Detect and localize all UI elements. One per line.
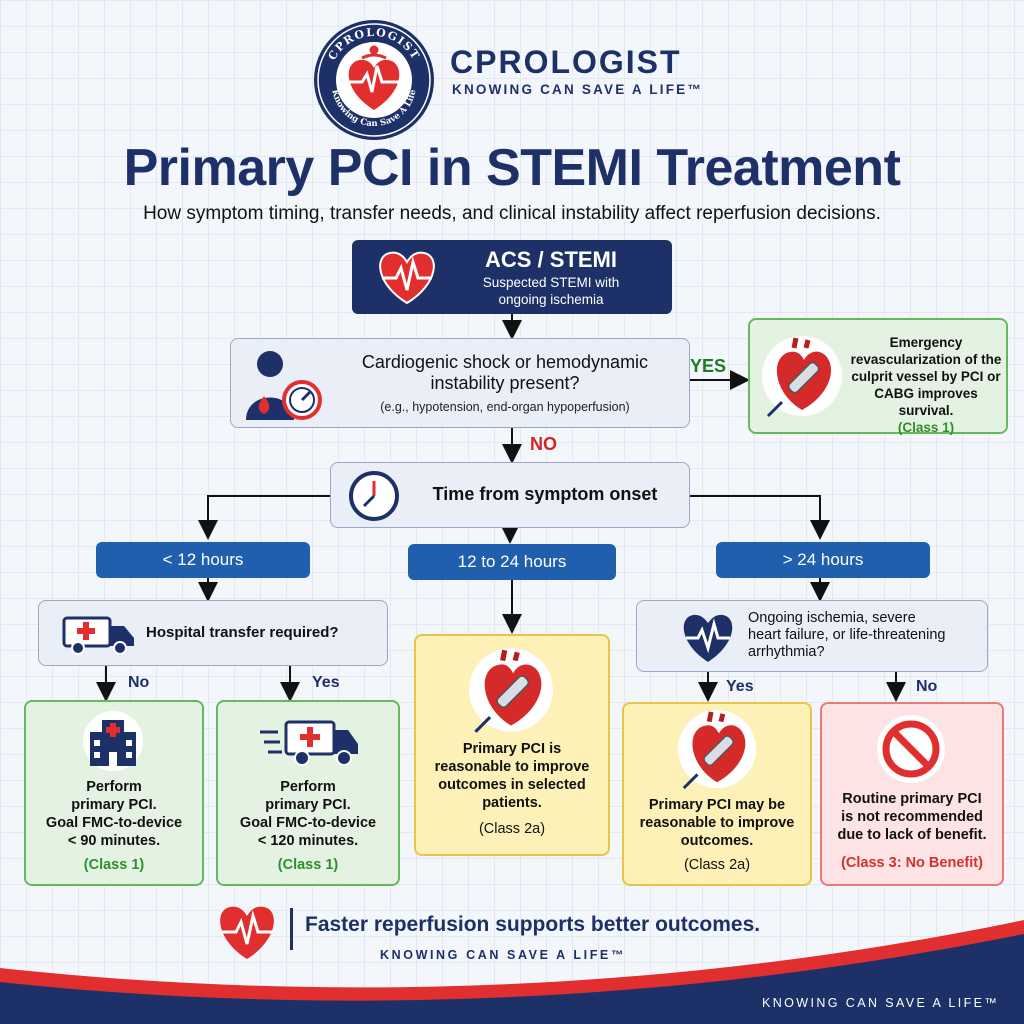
fast-ambulance-icon (260, 720, 358, 766)
ambulance-icon (62, 616, 134, 655)
brand-tagline: KNOWING CAN SAVE A LIFE™ (452, 82, 704, 97)
brand-seal-logo: CPROLOGIST Knowing Can Save A Life (314, 20, 434, 140)
footer-wave (0, 920, 1024, 1024)
footer-heart-ecg-icon (220, 906, 274, 959)
footer-corner-tagline: KNOWING CAN SAVE A LIFE™ (762, 996, 1000, 1010)
clock-icon (349, 471, 399, 521)
edge-label-transfer-yes: Yes (312, 674, 340, 691)
pill-over-24-hours: > 24 hours (716, 542, 930, 578)
edge-label-late-yes: Yes (726, 678, 754, 695)
no-symbol-icon (877, 715, 945, 783)
stent-heart-icon (762, 336, 842, 418)
pci-no-transfer-class: (Class 1) (83, 857, 145, 873)
emergency-class: (Class 1) (897, 420, 955, 435)
edge-label-shock-no: NO (530, 434, 557, 454)
heart-ecg-icon (379, 251, 435, 305)
pill-12-to-24-hours: 12 to 24 hours (408, 544, 616, 580)
pci-no-transfer-text: Perform primary PCI. Goal FMC-to-device … (30, 778, 198, 874)
shock-question-note: (e.g., hypotension, end-organ hypoperfus… (380, 400, 630, 414)
shock-question-text: Cardiogenic shock or hemodynamic instabi… (361, 352, 649, 393)
acs-subtitle: Suspected STEMI with ongoing ischemia (482, 275, 620, 307)
transfer-question-text: Hospital transfer required? (146, 624, 339, 641)
pci-transfer-class: (Class 1) (277, 857, 339, 873)
acs-title: ACS / STEMI (484, 247, 617, 272)
pci-late-no-text: Routine primary PCI is not recommended d… (826, 790, 998, 872)
edge-label-shock-yes: YES (690, 356, 727, 376)
pci-late-no-class: (Class 3: No Benefit) (841, 855, 983, 871)
heart-ecg-outline-icon (683, 614, 733, 662)
stent-heart-icon-late (677, 709, 757, 790)
edge-label-transfer-no: No (128, 674, 150, 691)
hospital-icon (83, 711, 143, 771)
page-title: Primary PCI in STEMI Treatment (123, 139, 901, 197)
stent-heart-icon-mid (469, 648, 553, 733)
time-onset-text: Time from symptom onset (432, 484, 658, 504)
patient-pressure-icon (246, 351, 322, 420)
pci-late-yes-class: (Class 2a) (683, 857, 751, 873)
late-question-text: Ongoing ischemia, severe heart failure, … (748, 610, 946, 660)
brand-name: CPROLOGIST (450, 44, 682, 80)
pill-under-12-hours: < 12 hours (96, 542, 310, 578)
pci-12-24-text: Primary PCI is reasonable to improve out… (420, 740, 604, 838)
pci-transfer-text: Perform primary PCI. Goal FMC-to-device … (222, 778, 394, 874)
footer-divider (290, 908, 293, 950)
edge-label-late-no: No (916, 678, 938, 695)
footer-tagline: KNOWING CAN SAVE A LIFE™ (380, 948, 626, 962)
footer-message: Faster reperfusion supports better outco… (305, 913, 761, 936)
pci-late-yes-text: Primary PCI may be reasonable to improve… (628, 796, 806, 874)
page-subtitle: How symptom timing, transfer needs, and … (143, 203, 881, 224)
emergency-text: Emergency revascularization of the culpr… (848, 334, 1004, 436)
pci-12-24-class: (Class 2a) (478, 821, 546, 837)
